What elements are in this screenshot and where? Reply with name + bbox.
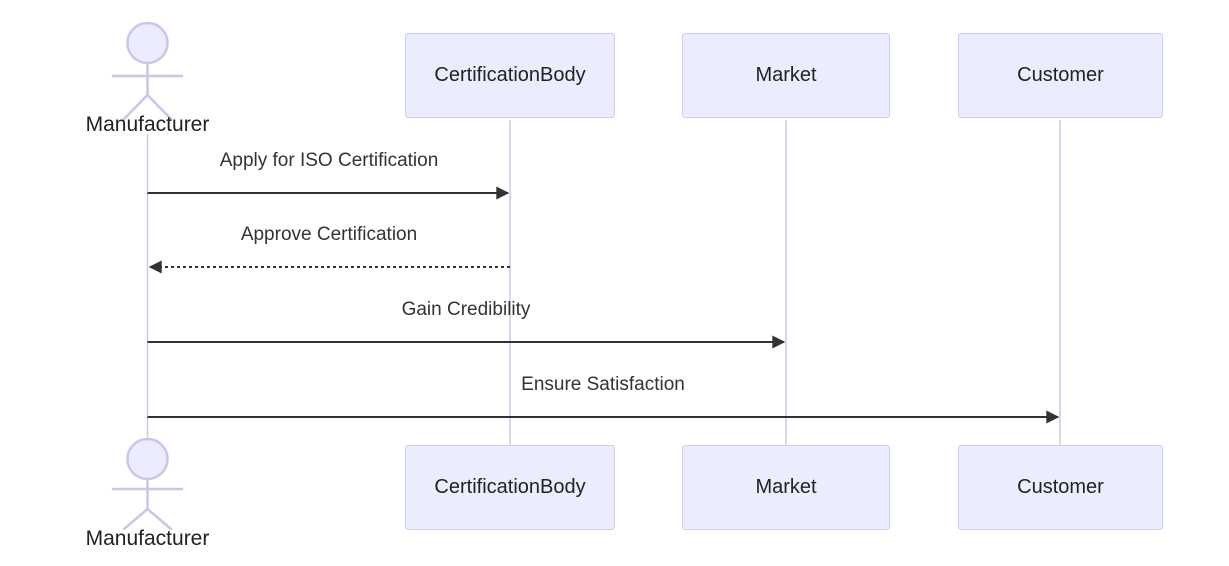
message-label-apply-for-iso-certification: Apply for ISO Certification	[219, 150, 439, 171]
actor-head	[126, 21, 169, 65]
message-label-ensure-satisfaction: Ensure Satisfaction	[521, 374, 685, 395]
participant-box-market-bottom: Market	[682, 445, 890, 530]
actor-leg-left	[122, 93, 149, 121]
participant-box-customer-bottom: Customer	[958, 445, 1163, 530]
participant-label: CertificationBody	[434, 64, 586, 86]
participant-label: Market	[755, 476, 817, 498]
message-label-gain-credibility: Gain Credibility	[401, 299, 531, 320]
actor-label-manufacturer-bottom: Manufacturer	[85, 527, 210, 550]
actor-leg-right	[146, 507, 173, 531]
actor-head	[126, 437, 169, 481]
actor-manufacturer-top-icon	[111, 21, 184, 121]
participant-box-market-top: Market	[682, 33, 890, 118]
actor-manufacturer-bottom-icon	[111, 437, 184, 531]
participant-box-certificationbody-bottom: CertificationBody	[405, 445, 615, 530]
actor-label-manufacturer-top: Manufacturer	[85, 113, 210, 136]
participant-label: Market	[755, 64, 817, 86]
participant-label: Customer	[1017, 64, 1104, 86]
participant-label: CertificationBody	[434, 476, 586, 498]
actor-leg-right	[146, 93, 173, 121]
participant-box-certificationbody-top: CertificationBody	[405, 33, 615, 118]
message-label-approve-certification: Approve Certification	[240, 224, 418, 245]
participant-box-customer-top: Customer	[958, 33, 1163, 118]
participant-label: Customer	[1017, 476, 1104, 498]
actor-leg-left	[122, 507, 149, 531]
